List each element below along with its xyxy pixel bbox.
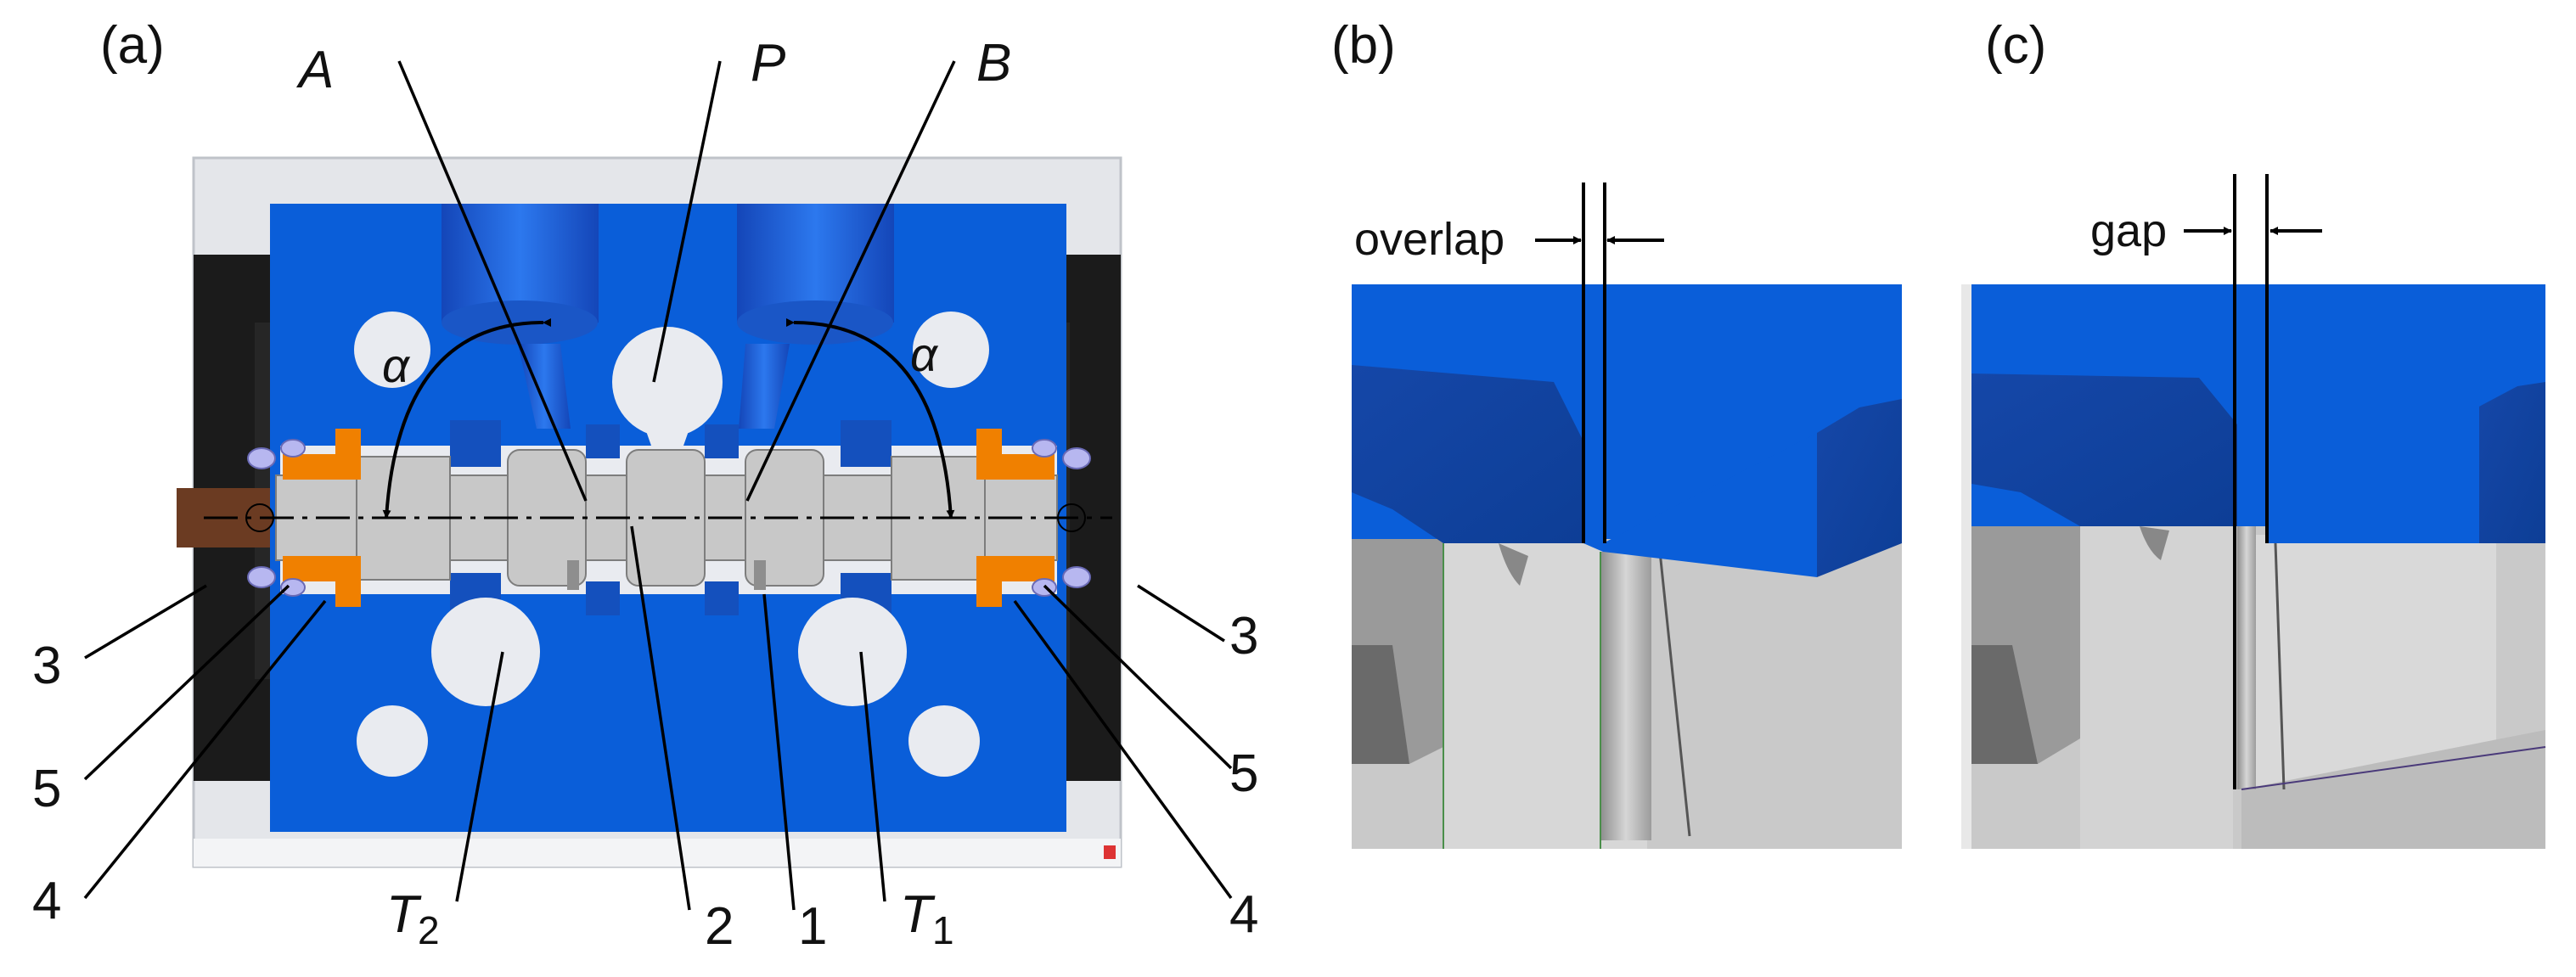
part-number-3-right: 3 xyxy=(1229,607,1258,665)
part-number-4-right: 4 xyxy=(1229,885,1258,944)
part-number-2: 2 xyxy=(705,897,734,956)
svg-text:2: 2 xyxy=(418,908,440,952)
port-t1-hole xyxy=(798,598,907,706)
angle-label-right: α xyxy=(910,328,939,381)
svg-text:T: T xyxy=(386,885,422,944)
panel-a-label: (a) xyxy=(100,16,165,75)
label-port-a: A xyxy=(295,41,334,99)
right-seal xyxy=(976,429,1055,607)
port-p-neck xyxy=(645,429,689,446)
angle-label-left: α xyxy=(382,339,411,392)
cad-statusbar xyxy=(194,839,1121,867)
label-port-b: B xyxy=(976,34,1011,93)
part-number-3-left: 3 xyxy=(32,637,61,695)
label-port-t2: T 2 xyxy=(386,885,440,952)
part-number-4-left: 4 xyxy=(32,872,61,930)
panel-b: (b) overlap xyxy=(1331,16,1902,849)
lower-left-hole xyxy=(357,705,428,777)
lower-right-hole xyxy=(908,705,980,777)
panel-c: (c) gap xyxy=(1961,16,2546,849)
part-number-1: 1 xyxy=(798,897,827,956)
part-number-5-right: 5 xyxy=(1229,744,1258,803)
overlap-label: overlap xyxy=(1354,214,1505,265)
port-t2-hole xyxy=(431,598,540,706)
cad-corner-icon xyxy=(1104,845,1116,859)
panel-c-label: (c) xyxy=(1985,16,2046,75)
svg-text:1: 1 xyxy=(932,908,954,952)
leader-lines xyxy=(83,60,1233,911)
part-number-5-left: 5 xyxy=(32,760,61,818)
panel-b-label: (b) xyxy=(1331,16,1396,75)
label-port-t1: T 1 xyxy=(900,885,954,952)
svg-text:T: T xyxy=(900,885,936,944)
gap-label: gap xyxy=(2090,205,2167,256)
port-p-hole xyxy=(612,327,723,437)
label-port-p: P xyxy=(751,34,785,93)
panel-a: (a) xyxy=(32,16,1258,956)
left-seal xyxy=(283,429,361,607)
angle-arc-left xyxy=(382,317,552,519)
